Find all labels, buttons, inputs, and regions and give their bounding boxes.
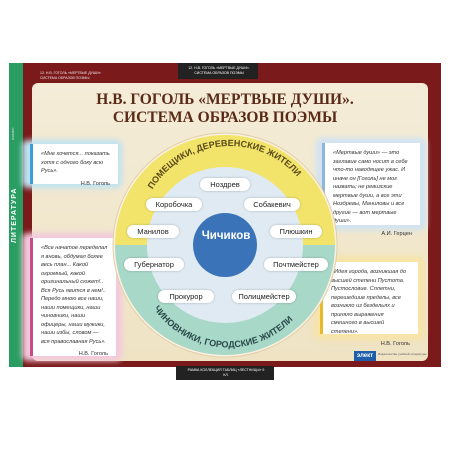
center-character: Чичиков (201, 230, 251, 242)
quote-author: Н.В. Гоголь (380, 341, 410, 347)
subject-strip (9, 63, 23, 367)
quote-author: Н.В. Гоголь (80, 180, 110, 187)
quote-card: «Мертвые души» — это заглавие само носит… (322, 143, 420, 237)
publisher-logo: элект (354, 351, 376, 361)
character-prosecutor: Прокурор (158, 290, 214, 303)
poster-caption-top: 12. Н.В. ГОГОЛЬ «МЕРТВЫЕ ДУШИ». СИСТЕМА … (188, 66, 250, 75)
quote-author: Н.В. Гоголь (78, 351, 108, 357)
quote-card: «Все начатое переделал я вновь, обдумал … (30, 238, 116, 357)
caption-thumb-bottom (176, 366, 274, 380)
center-circle (193, 213, 257, 277)
quote-card: «Мне хочется... показать хотя с одного б… (30, 144, 118, 187)
character-sobakevich: Собакевич (244, 198, 300, 211)
quote-text: «Идея города, возникшая до высшей степен… (331, 269, 406, 335)
quote-card: «Идея города, возникшая до высшей степен… (320, 262, 418, 347)
character-nozdrev: Ноздрев (200, 178, 250, 191)
quote-text: «Мертвые души» — это заглавие само носит… (333, 150, 408, 224)
character-governor: Губернатор (124, 258, 184, 271)
quote-text: «Мне хочется... показать хотя с одного б… (41, 151, 110, 174)
title-line-2: СИСТЕМА ОБРАЗОВ ПОЭМЫ (112, 109, 338, 126)
poster-caption-bottom: РАМКА КОЛЛЕКЦИЯ ТАБЛИЦ «ЛЕСТНИЦЫ» 9 КЛ. (187, 368, 265, 377)
quote-author: А.И. Герцен (381, 230, 412, 237)
quote-text: «Все начатое переделал я вновь, обдумал … (41, 245, 108, 345)
character-korobochka: Коробочка (146, 198, 202, 211)
caption-thumb-top (178, 63, 258, 79)
title-line-1: Н.В. ГОГОЛЬ «МЕРТВЫЕ ДУШИ». (96, 91, 354, 108)
page-title: Н.В. ГОГОЛЬ «МЕРТВЫЕ ДУШИ». СИСТЕМА ОБРА… (90, 91, 360, 127)
publisher-caption: Издательство учебной литературы (378, 352, 427, 356)
character-postmaster: Почтмейстер (264, 258, 328, 271)
character-plyushkin: Плюшкин (270, 225, 322, 238)
character-manilov: Манилов (127, 225, 179, 238)
poster-caption-left: 12. Н.В. ГОГОЛЬ «МЕРТВЫЕ ДУШИ». СИСТЕМА … (40, 71, 102, 80)
character-police-chief: Полицмейстер (232, 290, 296, 303)
